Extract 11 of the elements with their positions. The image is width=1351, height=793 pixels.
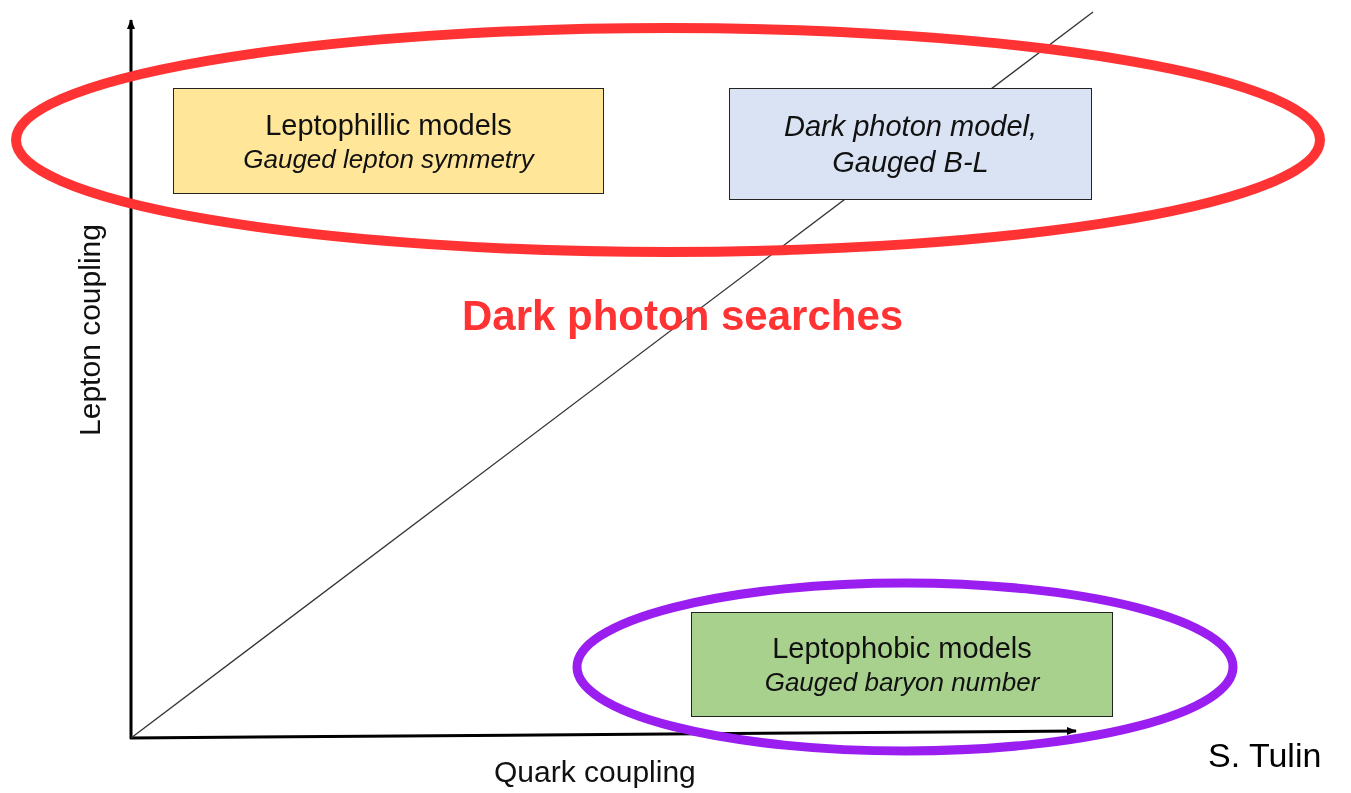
box-title: Leptophobic models [772,631,1032,667]
model-box [173,88,604,194]
axis-title: Lepton coupling [73,224,107,436]
box-title: Leptophillic models [265,107,512,143]
model-box [729,88,1092,200]
box-title: Dark photon model, Gauged B-L [782,108,1039,180]
box-subtitle: Gauged lepton symmetry [243,142,534,176]
model-box [691,612,1113,717]
box-subtitle: Gauged baryon number [764,666,1040,699]
credit-text: S. Tulin [1208,736,1322,775]
axis-title: Quark coupling [494,755,696,789]
